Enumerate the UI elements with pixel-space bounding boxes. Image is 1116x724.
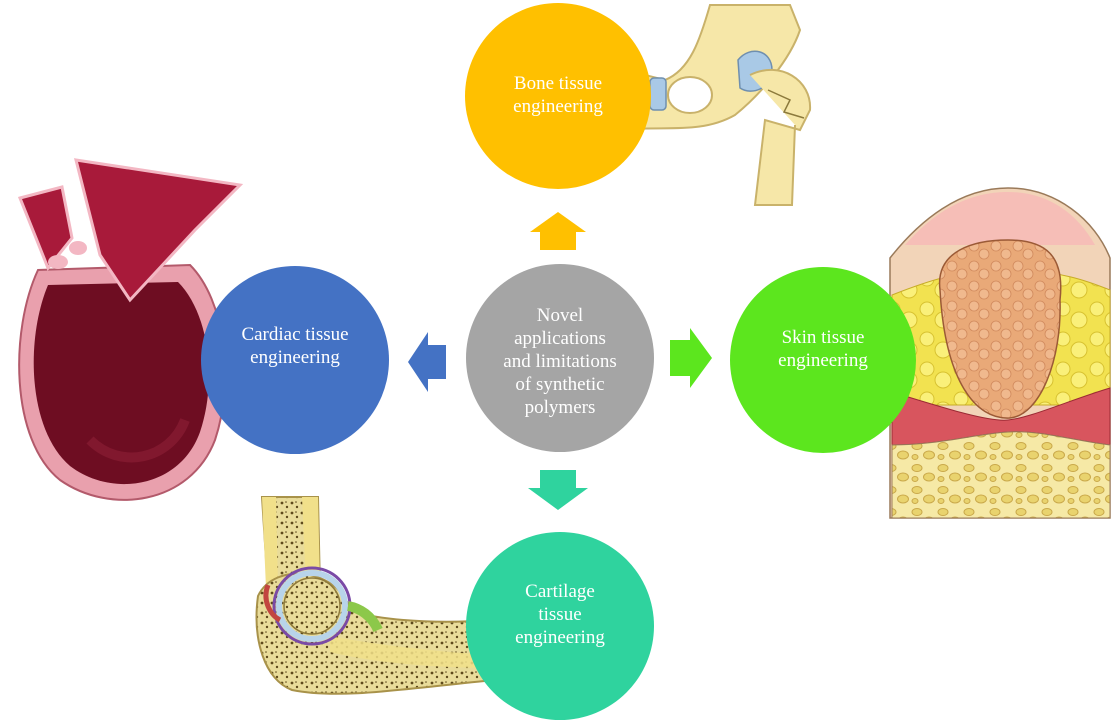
center-label-line: of synthetic xyxy=(515,374,605,395)
center-label-line: Novel xyxy=(536,305,584,326)
bone-node-label: Bone tissue engineering xyxy=(478,72,638,118)
skin-node xyxy=(730,267,916,453)
cartilage-label-line: Cartilage xyxy=(525,581,595,602)
elbow-joint-illustration xyxy=(255,496,496,695)
arrow-down-cartilage xyxy=(528,470,588,510)
cardiac-label-line: Cardiac tissue xyxy=(241,324,349,345)
cardiac-node-label: Cardiac tissue engineering xyxy=(210,323,380,369)
center-node-label: Novel applications and limitations of sy… xyxy=(480,304,640,419)
cartilage-node xyxy=(466,532,654,720)
cardiac-node xyxy=(201,266,389,454)
center-label-line: polymers xyxy=(524,397,596,418)
cardiac-label-line: engineering xyxy=(250,347,340,368)
skin-cross-section-illustration xyxy=(889,187,1111,519)
arrow-right-skin xyxy=(670,328,712,388)
skin-label-line: engineering xyxy=(778,350,868,371)
bone-node xyxy=(465,3,651,189)
skin-node-label: Skin tissue engineering xyxy=(743,326,903,372)
cartilage-node-label: Cartilage tissue engineering xyxy=(480,580,640,649)
heart-illustration xyxy=(17,158,244,501)
bone-label-line: engineering xyxy=(513,96,603,117)
arrow-up-bone xyxy=(530,212,586,250)
cartilage-label-line: engineering xyxy=(515,627,605,648)
center-node xyxy=(466,264,654,452)
skin-label-line: Skin tissue xyxy=(781,327,865,348)
bone-label-line: Bone tissue xyxy=(513,73,603,94)
arrow-left-cardiac xyxy=(408,332,446,392)
center-label-line: and limitations xyxy=(503,351,617,372)
cartilage-label-line: tissue xyxy=(538,604,582,625)
hip-bone-illustration xyxy=(624,4,812,206)
center-label-line: applications xyxy=(514,328,606,349)
